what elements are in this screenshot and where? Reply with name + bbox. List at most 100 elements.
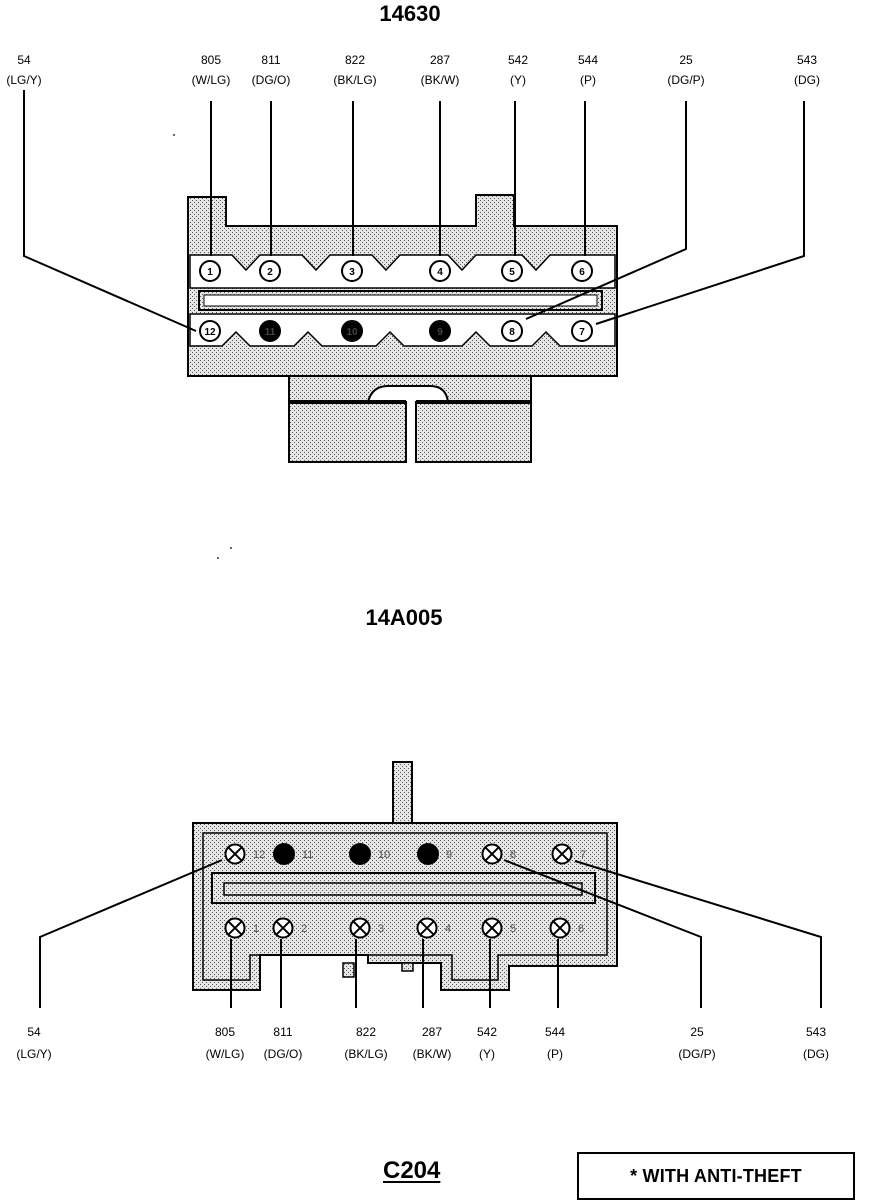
pin-cavity bbox=[259, 260, 281, 282]
pin-number: 5 bbox=[510, 923, 516, 935]
pin-number: 11 bbox=[265, 327, 276, 338]
pin-number: 2 bbox=[301, 923, 307, 935]
wire-circuit-number: 805 bbox=[201, 53, 221, 67]
wire-color-code: (Y) bbox=[479, 1047, 495, 1061]
pin-number: 6 bbox=[578, 923, 584, 935]
connector-id: C204 bbox=[383, 1157, 441, 1184]
bottom-wire-leaders bbox=[39, 859, 822, 1008]
pin-number: 12 bbox=[253, 849, 265, 861]
pin-terminal-cross bbox=[227, 846, 243, 862]
wire-circuit-number: 805 bbox=[215, 1025, 235, 1039]
top-connector-body bbox=[187, 194, 618, 463]
anti-theft-note: * WITH ANTI-THEFT bbox=[577, 1152, 855, 1200]
pin-terminal-cross bbox=[554, 846, 570, 862]
wire-circuit-number: 544 bbox=[578, 53, 598, 67]
pin-number: 7 bbox=[579, 327, 585, 338]
pin-number: 5 bbox=[509, 267, 515, 278]
pin-cavity bbox=[199, 260, 221, 282]
wire-color-code: (P) bbox=[547, 1047, 563, 1061]
pin-terminal-cross bbox=[227, 920, 243, 936]
pin-number: 4 bbox=[437, 267, 443, 278]
pin-cavity bbox=[429, 320, 451, 342]
wire-color-code: (DG/O) bbox=[252, 73, 291, 87]
pin-number: 11 bbox=[302, 849, 313, 861]
wire-color-code: (BK/W) bbox=[413, 1047, 452, 1061]
wire-circuit-number: 542 bbox=[477, 1025, 497, 1039]
pin-cavity bbox=[341, 260, 363, 282]
wire-color-code: (DG/P) bbox=[678, 1047, 715, 1061]
pin-cavity bbox=[501, 320, 523, 342]
pin-number: 9 bbox=[446, 849, 452, 861]
wire-leader bbox=[525, 101, 687, 320]
pin-cavity-plugged bbox=[349, 843, 371, 865]
wire-color-code: (DG) bbox=[803, 1047, 829, 1061]
wire-color-code: (DG/O) bbox=[264, 1047, 303, 1061]
pin-cavity bbox=[429, 260, 451, 282]
pin-number: 7 bbox=[580, 849, 586, 861]
pin-cavity bbox=[571, 260, 593, 282]
pin-cavity-plugged bbox=[273, 843, 295, 865]
pin-terminal-cross bbox=[484, 846, 500, 862]
pin-number: 8 bbox=[510, 849, 516, 861]
wire-color-code: (P) bbox=[580, 73, 596, 87]
wire-color-code: (LG/Y) bbox=[16, 1047, 51, 1061]
wire-leader bbox=[574, 860, 822, 1008]
wire-color-code: (W/LG) bbox=[206, 1047, 245, 1061]
pin-cavity bbox=[259, 320, 281, 342]
wire-circuit-number: 287 bbox=[430, 53, 450, 67]
wire-leader bbox=[23, 90, 197, 332]
wire-circuit-number: 54 bbox=[17, 53, 31, 67]
pin-terminal-cross bbox=[352, 920, 368, 936]
wire-circuit-number: 543 bbox=[806, 1025, 826, 1039]
pin-cavity-plugged bbox=[417, 843, 439, 865]
wire-circuit-number: 542 bbox=[508, 53, 528, 67]
pin-cavity bbox=[571, 320, 593, 342]
wire-color-code: (BK/LG) bbox=[333, 73, 376, 87]
wire-color-code: (BK/LG) bbox=[344, 1047, 387, 1061]
anti-theft-note-text: * WITH ANTI-THEFT bbox=[630, 1165, 802, 1186]
pin-number: 8 bbox=[509, 327, 515, 338]
wire-circuit-number: 822 bbox=[345, 53, 365, 67]
bottom-connector-title: 14A005 bbox=[365, 605, 442, 630]
pin-number: 10 bbox=[346, 327, 358, 338]
wire-circuit-number: 822 bbox=[356, 1025, 376, 1039]
wire-color-code: (DG/P) bbox=[667, 73, 704, 87]
wire-circuit-number: 287 bbox=[422, 1025, 442, 1039]
wire-circuit-number: 25 bbox=[690, 1025, 704, 1039]
pin-number: 10 bbox=[378, 849, 390, 861]
wire-color-code: (DG) bbox=[794, 73, 820, 87]
pin-terminal-cross bbox=[484, 920, 500, 936]
wire-circuit-number: 811 bbox=[261, 53, 280, 67]
pin-number: 2 bbox=[267, 267, 273, 278]
scan-speck bbox=[230, 547, 232, 549]
pin-cavity bbox=[199, 320, 221, 342]
scan-speck bbox=[173, 134, 175, 136]
wire-leader bbox=[595, 101, 805, 325]
wire-leader bbox=[39, 859, 223, 1008]
pin-number: 9 bbox=[437, 327, 443, 338]
pin-cavity bbox=[341, 320, 363, 342]
pin-number: 1 bbox=[207, 267, 213, 278]
wire-color-code: (LG/Y) bbox=[6, 73, 41, 87]
wire-color-code: (BK/W) bbox=[421, 73, 460, 87]
wire-color-code: (W/LG) bbox=[192, 73, 231, 87]
scan-speck bbox=[217, 557, 219, 559]
wire-color-code: (Y) bbox=[510, 73, 526, 87]
wire-circuit-number: 543 bbox=[797, 53, 817, 67]
top-wire-labels: 54 (LG/Y) 805 (W/LG) 811 (DG/O) 822 (BK/LG) 287 (… bbox=[6, 53, 820, 87]
pin-terminal-cross bbox=[275, 920, 291, 936]
pin-number: 3 bbox=[378, 923, 384, 935]
pin-number: 4 bbox=[445, 923, 451, 935]
pin-number: 3 bbox=[349, 267, 355, 278]
wire-circuit-number: 544 bbox=[545, 1025, 565, 1039]
pin-terminal-cross bbox=[552, 920, 568, 936]
bottom-connector-body bbox=[192, 761, 618, 991]
wire-circuit-number: 25 bbox=[679, 53, 693, 67]
pin-number: 1 bbox=[253, 923, 259, 935]
top-wire-leaders bbox=[23, 90, 805, 332]
pin-number: 12 bbox=[204, 327, 216, 338]
bottom-wire-labels: 54(LG/Y)805(W/LG)811(DG/O)822(BK/LG)287(… bbox=[16, 1025, 829, 1061]
